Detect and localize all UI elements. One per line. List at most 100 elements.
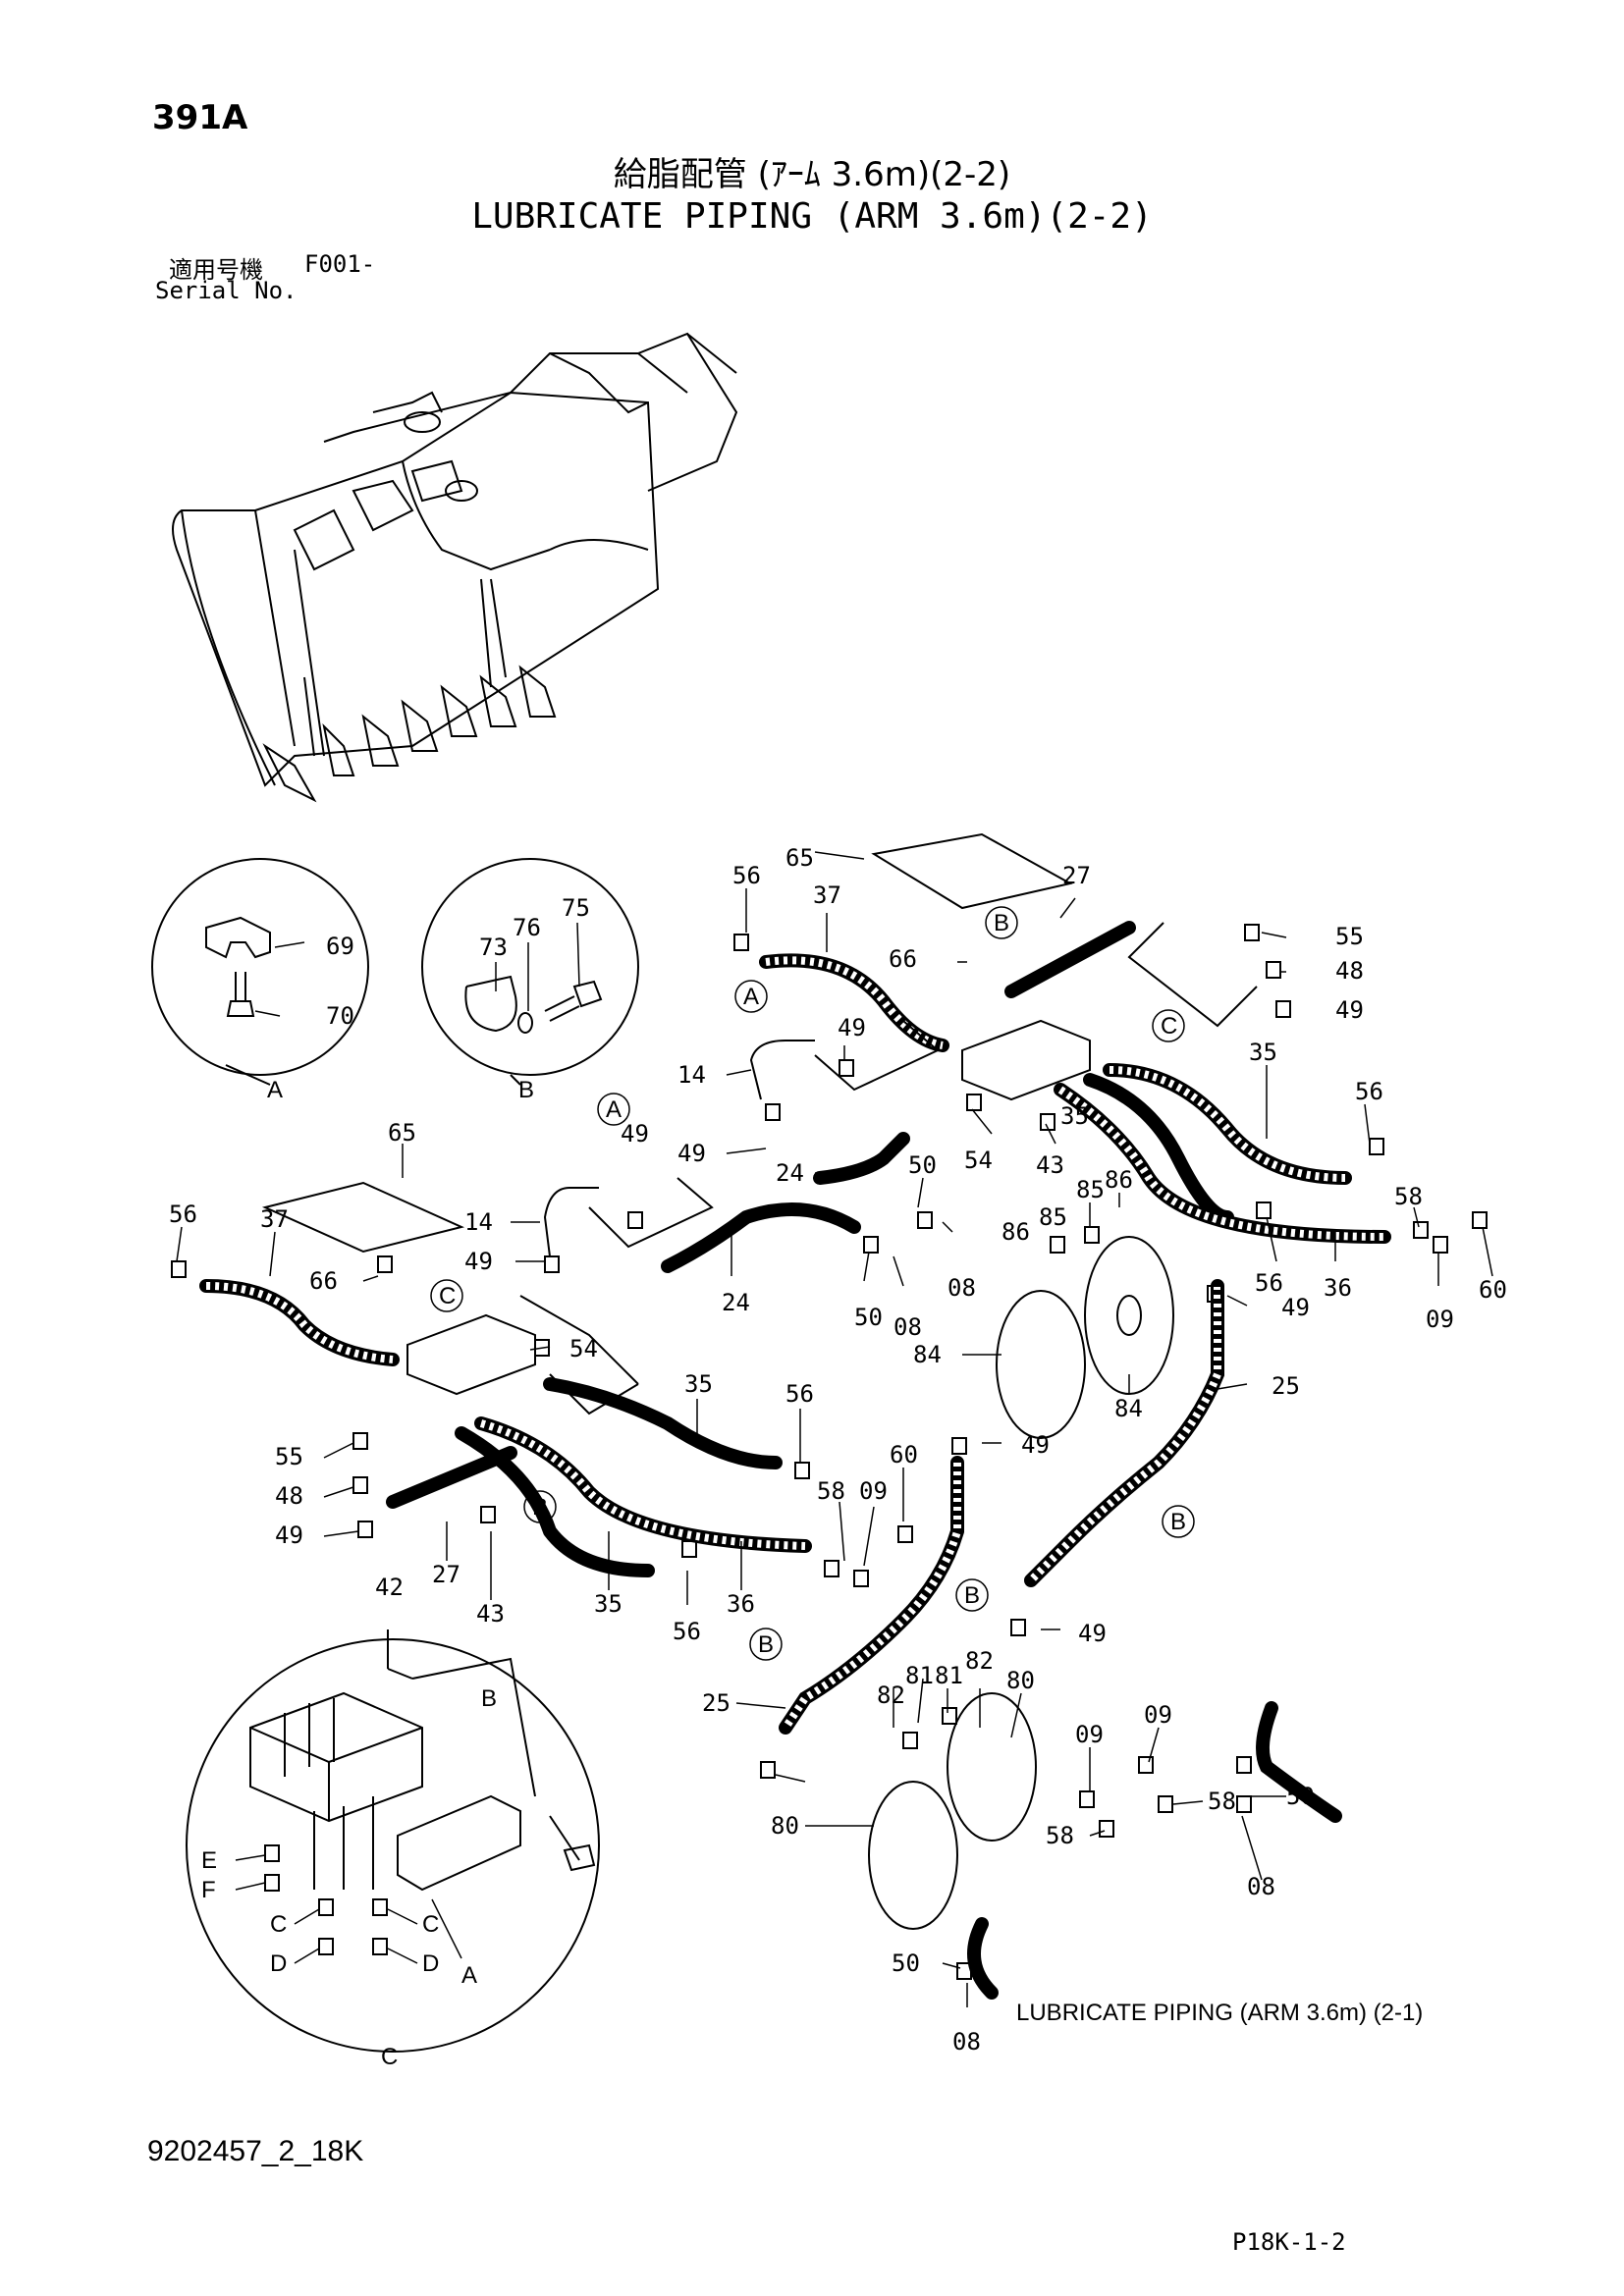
marker-a: A <box>606 1096 622 1123</box>
callout-56: 56 <box>1255 1269 1283 1297</box>
callout-58: 58 <box>817 1477 845 1505</box>
marker-c: C <box>1161 1013 1177 1040</box>
callout-50: 50 <box>1286 1783 1315 1810</box>
disc-plate-84-left <box>996 1290 1086 1439</box>
callout-50: 50 <box>892 1949 920 1977</box>
disc-plate-80-right <box>947 1692 1037 1842</box>
callout-84: 84 <box>913 1341 942 1368</box>
callout-50: 50 <box>908 1151 937 1179</box>
callout-86: 86 <box>1001 1218 1030 1246</box>
callout-60: 60 <box>1479 1276 1507 1304</box>
detail-c-label-c: C <box>270 1911 287 1938</box>
callout-49: 49 <box>464 1248 493 1275</box>
callout-65: 65 <box>785 844 814 872</box>
callout-80: 80 <box>1006 1667 1035 1694</box>
callout-35: 35 <box>1249 1039 1277 1066</box>
callout-76: 76 <box>513 914 541 941</box>
detail-circle-a <box>151 858 369 1076</box>
callout-37: 37 <box>813 881 841 909</box>
callout-65: 65 <box>388 1119 416 1147</box>
serial-label-japanese: 適用号機 <box>169 256 263 284</box>
callout-48: 48 <box>1335 957 1364 985</box>
callout-50: 50 <box>854 1304 883 1331</box>
marker-b: B <box>758 1631 774 1658</box>
callout-09: 09 <box>1426 1306 1454 1333</box>
callout-49: 49 <box>1335 996 1364 1024</box>
detail-c-label-d: D <box>422 1950 439 1977</box>
callout-25: 25 <box>1272 1372 1300 1400</box>
callout-numbers: 65 56 37 27 66 55 48 49 49 14 49 35 56 5… <box>169 844 1507 2056</box>
hose-texture <box>205 956 1385 1731</box>
detail-c-label-d: D <box>270 1950 287 1977</box>
cover-plate-lower <box>261 1181 465 1254</box>
callout-24: 24 <box>776 1159 804 1187</box>
callout-49: 49 <box>1281 1294 1310 1321</box>
callout-75: 75 <box>562 894 590 922</box>
callout-09: 09 <box>1075 1721 1104 1748</box>
detail-c-label-a: A <box>461 1962 477 1989</box>
callout-49: 49 <box>275 1522 303 1549</box>
callout-08: 08 <box>952 2028 981 2056</box>
clamp-part-69 <box>205 916 271 959</box>
callout-14: 14 <box>464 1208 493 1236</box>
callout-85: 85 <box>1076 1176 1105 1203</box>
callout-84: 84 <box>1114 1395 1143 1422</box>
callout-56: 56 <box>732 862 761 889</box>
distributor-valve-lower <box>406 1313 536 1396</box>
washer-part-76 <box>517 1012 533 1034</box>
callout-69: 69 <box>326 933 354 960</box>
page-reference: P18K-1-2 <box>1232 2228 1346 2256</box>
callout-86: 86 <box>1105 1166 1133 1194</box>
distributor-valve-upper <box>961 1019 1091 1101</box>
leader-lines <box>176 851 1493 2007</box>
callout-82: 82 <box>877 1682 905 1709</box>
callout-58: 58 <box>1208 1788 1236 1815</box>
distributor-block <box>249 1691 423 1823</box>
serial-label-english: Serial No. <box>155 277 298 304</box>
fittings-group <box>171 924 1488 1980</box>
disc-plate-84-right <box>1084 1236 1174 1395</box>
callout-82: 82 <box>965 1647 994 1675</box>
callout-48: 48 <box>275 1482 303 1510</box>
callout-42: 42 <box>375 1574 404 1601</box>
callout-09: 09 <box>859 1477 888 1505</box>
detail-c-label-b: B <box>481 1685 497 1712</box>
callout-49: 49 <box>677 1140 706 1167</box>
callout-70: 70 <box>326 1002 354 1030</box>
clamp-part-73 <box>464 975 517 1033</box>
marker-b: B <box>1170 1509 1186 1535</box>
circle-label-b: B <box>518 1077 534 1103</box>
callout-08: 08 <box>1247 1873 1275 1900</box>
detail-c-label-e: E <box>201 1847 217 1874</box>
callout-37: 37 <box>260 1205 289 1233</box>
callout-56: 56 <box>169 1201 197 1228</box>
callout-73: 73 <box>479 934 508 961</box>
marker-b: B <box>964 1582 980 1609</box>
callout-56: 56 <box>673 1618 701 1645</box>
callout-35: 35 <box>594 1590 623 1618</box>
callout-27: 27 <box>432 1561 460 1588</box>
callout-14: 14 <box>677 1061 706 1089</box>
callout-49: 49 <box>1021 1431 1050 1459</box>
callout-49: 49 <box>838 1014 866 1041</box>
detail-circle-c <box>186 1638 600 2053</box>
detail-markers <box>430 906 1195 1661</box>
callout-56: 56 <box>1355 1078 1383 1105</box>
title-english: LUBRICATE PIPING (ARM 3.6m)(2-2) <box>471 196 1153 237</box>
callout-56: 56 <box>785 1380 814 1408</box>
callout-27: 27 <box>1062 862 1091 889</box>
callout-09: 09 <box>1144 1701 1172 1729</box>
mounting-plate <box>397 1794 521 1892</box>
cover-plate-upper <box>871 832 1073 910</box>
callout-36: 36 <box>727 1590 755 1618</box>
callout-58: 58 <box>1394 1183 1423 1210</box>
callout-66: 66 <box>889 945 917 973</box>
marker-b: B <box>994 910 1009 936</box>
detail-c-label-f: F <box>201 1877 216 1903</box>
callout-60: 60 <box>890 1441 918 1468</box>
callout-36: 36 <box>1324 1274 1352 1302</box>
drawing-number: 9202457_2_18K <box>147 2135 364 2167</box>
callout-85: 85 <box>1039 1203 1067 1231</box>
callout-81: 81 <box>935 1662 963 1689</box>
